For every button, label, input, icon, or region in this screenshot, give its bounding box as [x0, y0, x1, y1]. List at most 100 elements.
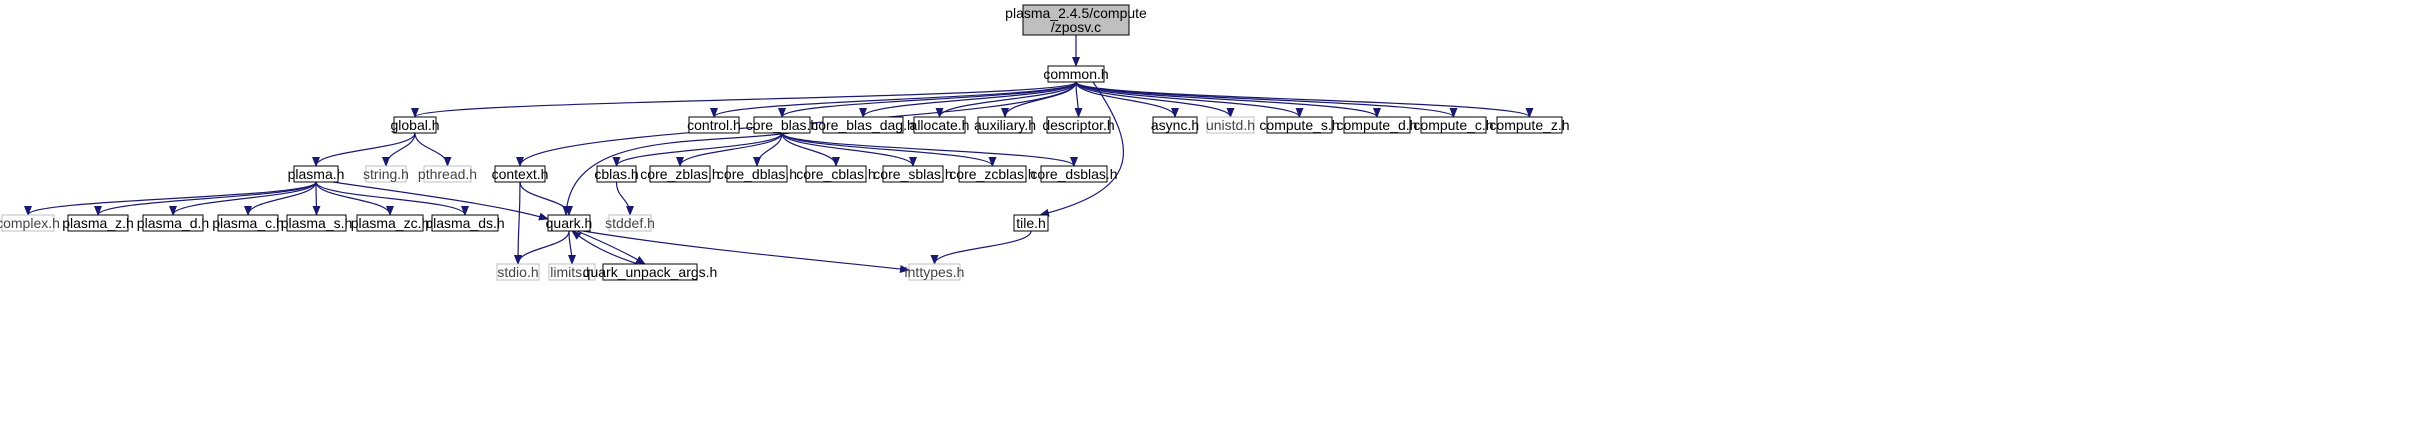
node-label-quark: quark.h [546, 215, 593, 231]
node-box-core_dsblas [1040, 165, 1108, 183]
edge-common-to-core_blas_dag [859, 81, 1077, 118]
node-box-stdio [496, 263, 540, 281]
edge-plasma-to-plasma_z [94, 181, 317, 216]
node-box-control [688, 116, 740, 134]
node-label-compute_d: compute_d.h [1337, 117, 1418, 133]
node-label-common: common.h [1043, 66, 1108, 82]
node-unistd: unistd.h [1206, 116, 1255, 134]
node-core_zcblas[interactable]: core_zcblas.h [949, 165, 1036, 183]
node-box-core_blas_dag [822, 116, 904, 134]
edge-plasma-to-quark [332, 181, 549, 221]
edge-plasma-to-plasma_ds [315, 181, 469, 216]
node-label-quark_unpack_args: quark_unpack_args.h [583, 264, 718, 280]
edge-plasma-to-plasma_c [244, 181, 317, 216]
node-box-unistd [1206, 116, 1255, 134]
node-label-complex: complex.h [0, 215, 60, 231]
node-box-tile [1013, 214, 1049, 232]
node-descriptor[interactable]: descriptor.h [1042, 116, 1115, 134]
node-box-complex [1, 214, 55, 232]
node-label-plasma_s: plasma_s.h [281, 215, 353, 231]
node-box-core_zblas [649, 165, 711, 183]
edge-plasma-to-complex [24, 181, 317, 216]
node-box-stddef [608, 214, 652, 232]
node-label-compute_s: compute_s.h [1259, 117, 1339, 133]
node-allocate[interactable]: allocate.h [910, 116, 970, 134]
node-core_dsblas[interactable]: core_dsblas.h [1030, 165, 1118, 183]
node-compute_c[interactable]: compute_c.h [1413, 116, 1494, 134]
edges-layer [24, 35, 1534, 273]
node-plasma_s[interactable]: plasma_s.h [281, 214, 353, 232]
node-limits: limits.h [548, 263, 596, 281]
node-box-global [393, 116, 437, 134]
node-plasma_zc[interactable]: plasma_zc.h [351, 214, 430, 232]
node-tile[interactable]: tile.h [1013, 214, 1049, 232]
node-box-compute_d [1343, 116, 1411, 134]
node-compute_d[interactable]: compute_d.h [1337, 116, 1418, 134]
node-label-core_zcblas: core_zcblas.h [949, 166, 1035, 182]
node-label-control: control.h [687, 117, 741, 133]
node-box-descriptor [1046, 116, 1111, 134]
node-label-descriptor: descriptor.h [1042, 117, 1114, 133]
edge-quark-to-quark_unpack_args [576, 230, 646, 265]
node-core_sblas[interactable]: core_sblas.h [873, 165, 953, 183]
node-compute_z[interactable]: compute_z.h [1489, 116, 1570, 134]
node-box-string [365, 165, 407, 183]
node-label-inttypes: inttypes.h [905, 264, 965, 280]
node-box-limits [548, 263, 596, 281]
edge-plasma-to-plasma_zc [315, 181, 394, 216]
edge-tile-to-inttypes [930, 230, 1032, 265]
node-box-compute_z [1496, 116, 1563, 134]
node-core_cblas[interactable]: core_cblas.h [796, 165, 876, 183]
node-label-root-line1: /zposv.c [1051, 19, 1101, 35]
node-stddef: stddef.h [605, 214, 655, 232]
node-plasma_ds[interactable]: plasma_ds.h [425, 214, 505, 232]
node-auxiliary[interactable]: auxiliary.h [974, 116, 1036, 134]
edge-plasma-to-plasma_s [312, 181, 321, 216]
node-core_blas_dag[interactable]: core_blas_dag.h [811, 116, 915, 134]
node-label-compute_c: compute_c.h [1413, 117, 1493, 133]
edge-cblas-to-stddef [615, 181, 634, 216]
node-box-plasma_zc [356, 214, 424, 232]
edge-common-to-descriptor [1074, 81, 1083, 118]
node-label-plasma_zc: plasma_zc.h [351, 215, 430, 231]
edge-common-to-compute_z [1075, 81, 1534, 118]
node-pthread: pthread.h [418, 165, 477, 183]
node-box-core_dblas [726, 165, 788, 183]
node-box-cblas [596, 165, 637, 183]
node-global[interactable]: global.h [390, 116, 440, 134]
node-stdio: stdio.h [496, 263, 540, 281]
edge-context-to-quark [519, 181, 573, 216]
edge-quark-to-stdio [514, 230, 570, 265]
node-label-async: async.h [1151, 117, 1199, 133]
node-box-core_zcblas [958, 165, 1027, 183]
node-label-global: global.h [390, 117, 439, 133]
node-plasma_z[interactable]: plasma_z.h [62, 214, 134, 232]
node-root[interactable]: plasma_2.4.5/compute/zposv.c [1005, 4, 1147, 36]
node-core_zblas[interactable]: core_zblas.h [640, 165, 720, 183]
node-cblas[interactable]: cblas.h [594, 165, 639, 183]
node-label-unistd: unistd.h [1206, 117, 1255, 133]
node-plasma[interactable]: plasma.h [288, 165, 345, 183]
node-core_dblas[interactable]: core_dblas.h [717, 165, 797, 183]
node-label-plasma_d: plasma_d.h [137, 215, 209, 231]
node-context[interactable]: context.h [492, 165, 549, 183]
node-control[interactable]: control.h [687, 116, 741, 134]
node-quark[interactable]: quark.h [546, 214, 593, 232]
node-quark_unpack_args[interactable]: quark_unpack_args.h [583, 263, 718, 281]
node-label-cblas: cblas.h [594, 166, 638, 182]
node-box-async [1152, 116, 1198, 134]
node-label-root-line0: plasma_2.4.5/compute [1005, 5, 1147, 21]
node-plasma_c[interactable]: plasma_c.h [212, 214, 284, 232]
node-core_blas[interactable]: core_blas.h [746, 116, 818, 134]
node-async[interactable]: async.h [1151, 116, 1199, 134]
edge-common-to-global [411, 81, 1077, 118]
node-compute_s[interactable]: compute_s.h [1259, 116, 1340, 134]
node-label-core_dsblas: core_dsblas.h [1030, 166, 1117, 182]
node-box-inttypes [908, 263, 961, 281]
node-box-root [1022, 4, 1130, 36]
node-plasma_d[interactable]: plasma_d.h [137, 214, 209, 232]
node-box-context [494, 165, 546, 183]
node-common[interactable]: common.h [1043, 65, 1109, 83]
edge-context-to-stdio [514, 181, 523, 265]
node-label-stdio: stdio.h [497, 264, 538, 280]
